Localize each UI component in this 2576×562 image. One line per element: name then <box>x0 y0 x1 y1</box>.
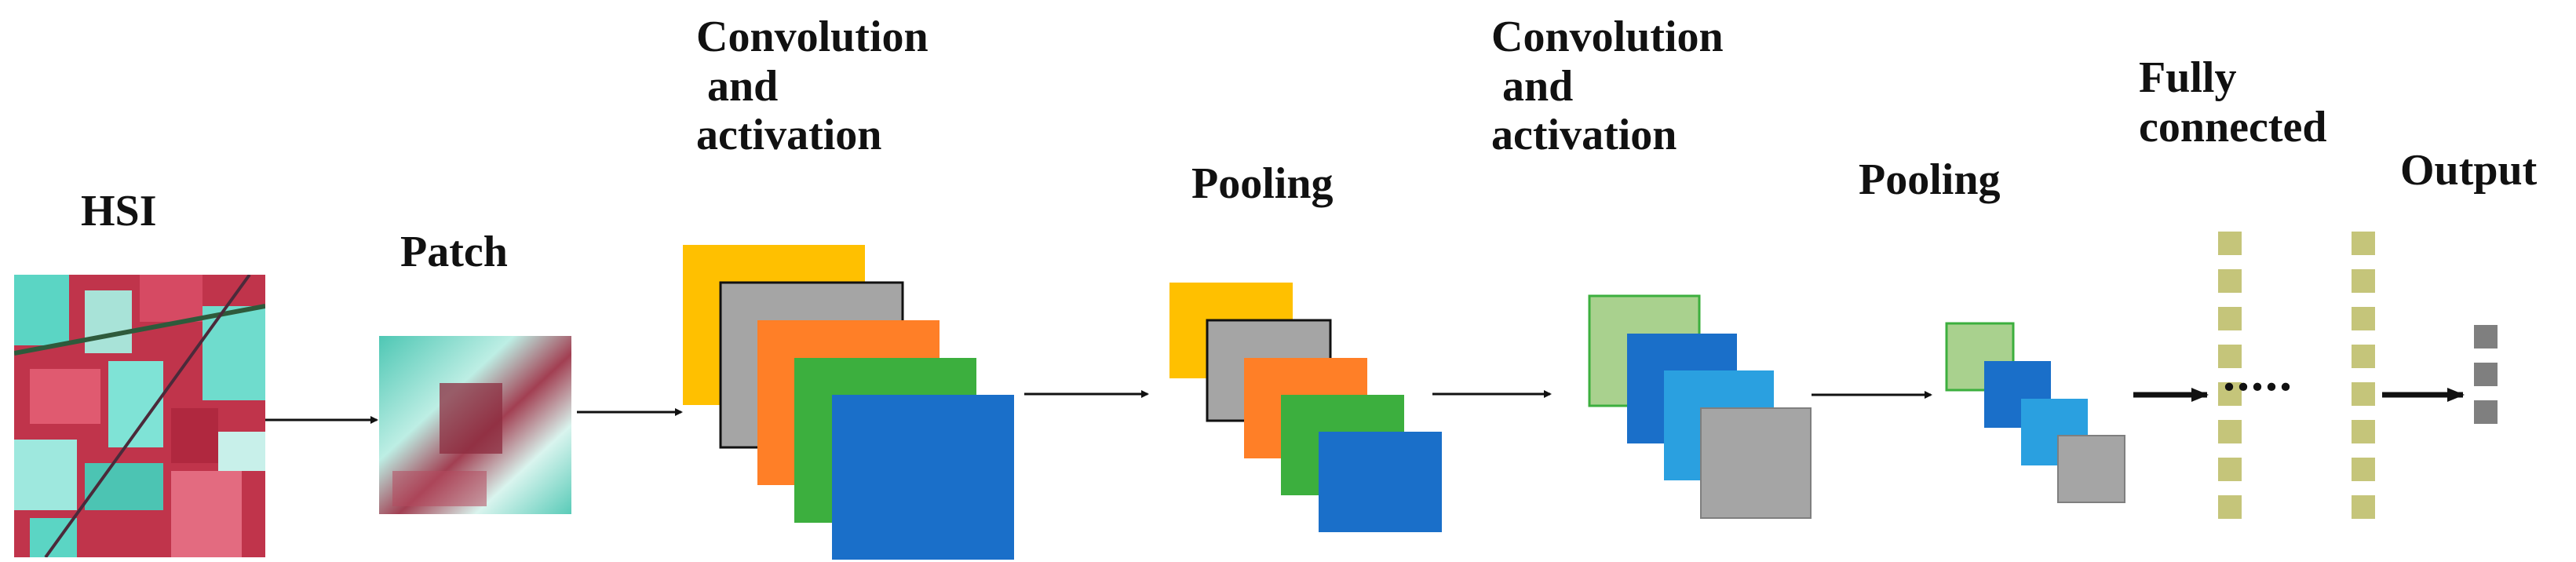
conv1-feature-maps <box>683 245 1014 560</box>
label-patch: Patch <box>400 228 508 276</box>
fc-layer-1 <box>2218 232 2242 519</box>
label-conv2: Convolution and activation <box>1491 13 1724 160</box>
output-node <box>2474 325 2498 349</box>
fc-node <box>2218 495 2242 519</box>
fc-node <box>2352 232 2375 255</box>
fc-node <box>2352 382 2375 406</box>
fc-node <box>2352 269 2375 293</box>
fc-node <box>2352 307 2375 330</box>
label-conv1: Convolution and activation <box>696 13 929 160</box>
fc-ellipsis: ..... <box>2223 345 2293 401</box>
fc-node <box>2352 458 2375 481</box>
fc-node <box>2218 420 2242 443</box>
label-fc: Fully connected <box>2139 53 2327 151</box>
fc-node <box>2218 307 2242 330</box>
conv2-feature-maps <box>1588 294 1812 519</box>
fc-layer-2 <box>2352 232 2375 519</box>
pool1-feature-maps <box>1169 283 1442 532</box>
fc-node <box>2218 345 2242 368</box>
fc-node <box>2352 345 2375 368</box>
label-hsi: HSI <box>81 187 157 235</box>
fc-node <box>2218 382 2242 406</box>
label-output: Output <box>2400 146 2538 195</box>
output-node <box>2474 400 2498 424</box>
fc-node <box>2352 495 2375 519</box>
patch-image-detail <box>392 471 487 506</box>
hsi-image <box>14 275 265 557</box>
fc-node <box>2218 232 2242 255</box>
fc-node <box>2218 269 2242 293</box>
pool1-map-blue <box>1319 432 1442 532</box>
fc-node <box>2352 420 2375 443</box>
fc-node <box>2218 458 2242 481</box>
pool2-map-gray <box>2057 435 2125 503</box>
label-pool2: Pooling <box>1859 155 2001 204</box>
conv2-map-gray <box>1700 407 1812 519</box>
conv1-map-blue <box>832 395 1014 560</box>
output-node <box>2474 363 2498 386</box>
patch-image-detail <box>440 383 502 454</box>
pool2-feature-maps <box>1945 322 2125 503</box>
output-nodes <box>2474 325 2498 424</box>
label-pool1: Pooling <box>1191 159 1334 208</box>
